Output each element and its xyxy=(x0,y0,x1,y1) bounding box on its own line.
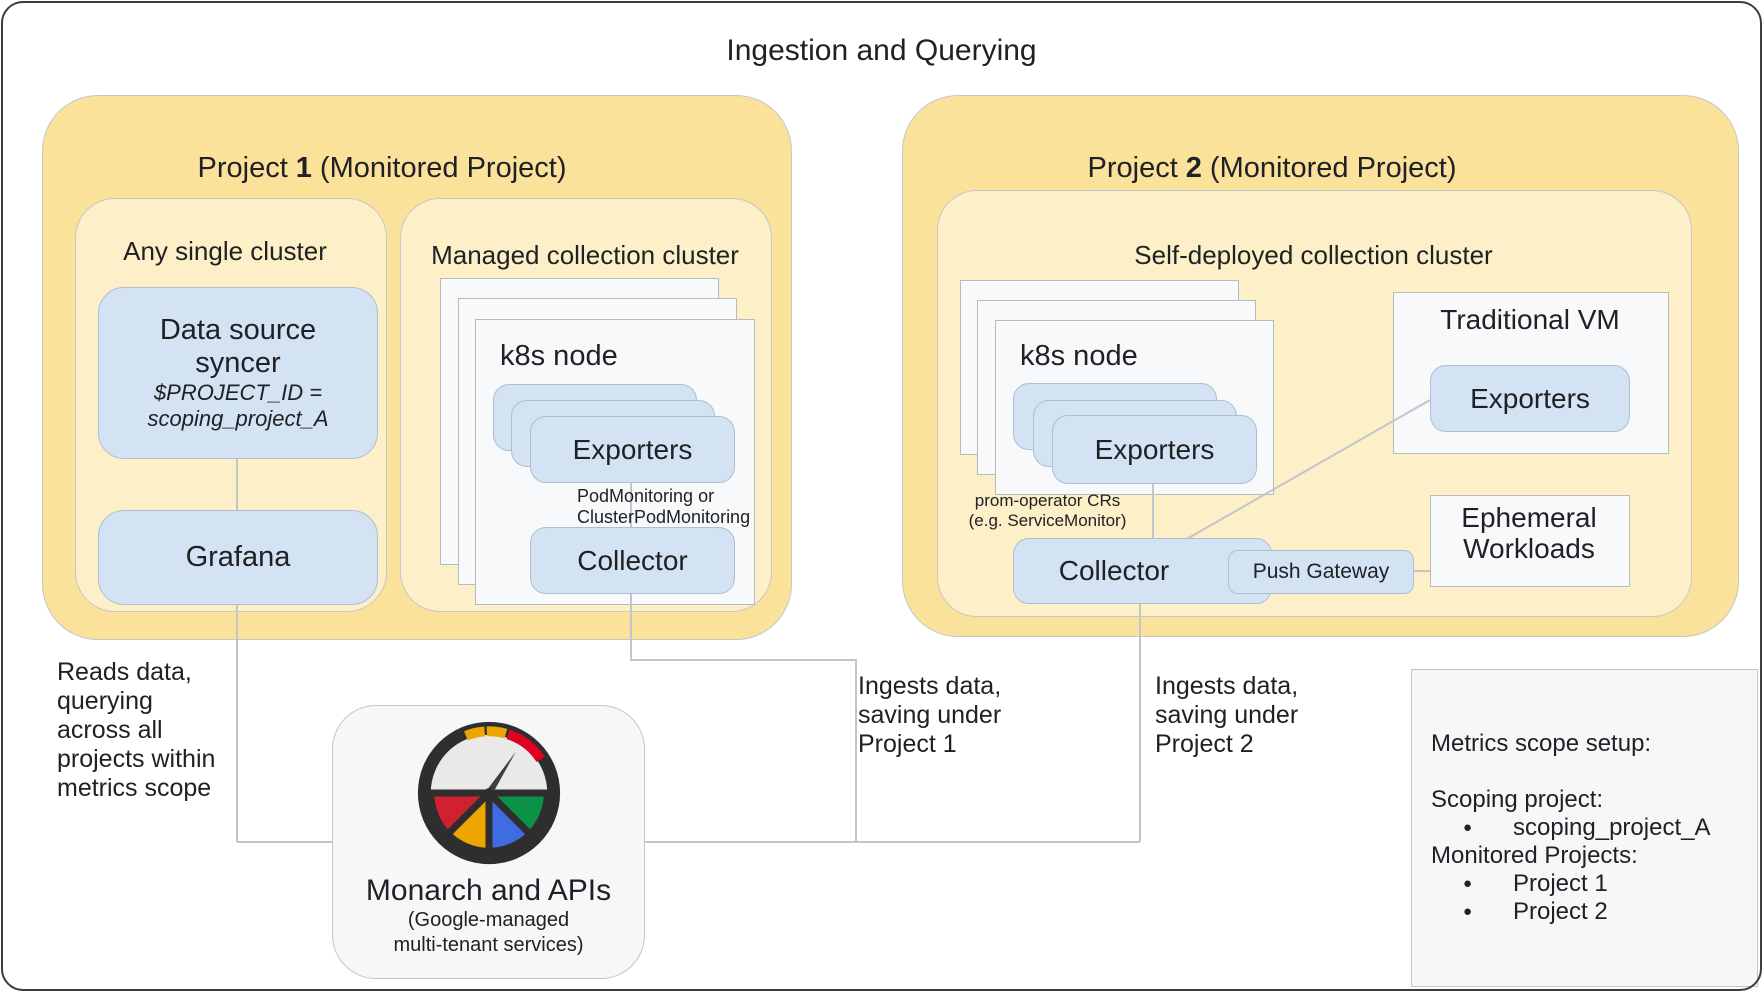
ingest-p2-line3: Project 2 xyxy=(1155,730,1254,758)
metrics-scope-heading: Metrics scope setup: xyxy=(1431,730,1652,757)
ingest-p2-line1: Ingests data, xyxy=(1155,672,1299,700)
metrics-scope-text: Metrics scope setup: Scoping project: ● … xyxy=(1431,730,1741,926)
monitored-project-item-1: ● Project 1 xyxy=(1431,870,1741,898)
ephemeral-workloads-line1: Ephemeral xyxy=(1461,502,1597,533)
bullet-icon: ● xyxy=(1463,819,1473,836)
p1-k8s-node-label: k8s node xyxy=(500,340,618,372)
p2-k8s-node-label: k8s node xyxy=(1020,340,1138,372)
project2-title-prefix: Project xyxy=(1087,152,1178,184)
reads-line3: across all xyxy=(57,716,163,744)
project1-title-number: 1 xyxy=(295,152,312,184)
syncer-project-id-line2: scoping_project_A xyxy=(147,406,329,431)
data-source-syncer-label-line1: Data source xyxy=(159,314,317,347)
monarch-label: Monarch and APIs xyxy=(365,874,612,907)
metrics-scope-spacer xyxy=(1431,758,1741,786)
self-deployed-cluster-title: Self-deployed collection cluster xyxy=(1134,240,1493,270)
ingest-p2-line2: saving under xyxy=(1155,701,1299,729)
prom-operator-note-line2: (e.g. ServiceMonitor) xyxy=(968,511,1127,530)
bullet-icon: ● xyxy=(1463,875,1473,892)
project2-title-number: 2 xyxy=(1185,152,1202,184)
reads-data-annotation: Reads data, querying across all projects… xyxy=(57,658,215,803)
line-p1-collector-down xyxy=(630,592,857,842)
metrics-scope-panel xyxy=(1411,669,1758,987)
p2-exporters-box-front: Exporters xyxy=(1052,415,1257,484)
ingest-p1-line1: Ingests data, xyxy=(858,672,1002,700)
monitored-projects-label: Monitored Projects: xyxy=(1431,842,1638,869)
ingest-project2-annotation: Ingests data, saving under Project 2 xyxy=(1155,672,1298,759)
monarch-panel: Monarch and APIs (Google-managed multi-t… xyxy=(332,705,645,979)
ephemeral-workloads-box xyxy=(1430,495,1630,587)
line-vm-exporters-to-collector xyxy=(1184,399,1431,541)
traditional-vm-title: Traditional VM xyxy=(1440,304,1620,335)
monarch-sub-line1: (Google-managed xyxy=(407,909,570,931)
p2-collector-label: Collector xyxy=(1058,555,1170,586)
bullet-icon: ● xyxy=(1463,903,1473,920)
pod-monitoring-note: PodMonitoring or ClusterPodMonitoring xyxy=(577,486,750,528)
monitored-project-value-2: Project 2 xyxy=(1513,898,1608,925)
ephemeral-workloads-line2: Workloads xyxy=(1463,533,1595,564)
monarch-gauge-icon xyxy=(417,721,560,865)
syncer-project-id-line1: $PROJECT_ID = xyxy=(153,380,323,406)
reads-line1: Reads data, xyxy=(57,658,192,686)
p1-exporters-box-front: Exporters xyxy=(530,416,735,483)
project1-title-suffix: (Monitored Project) xyxy=(319,152,567,184)
push-gateway-box: Push Gateway xyxy=(1228,550,1414,594)
scoping-project-label: Scoping project: xyxy=(1431,786,1604,813)
data-source-syncer-label-line2: syncer xyxy=(195,347,281,380)
monitored-project-value-1: Project 1 xyxy=(1513,870,1608,897)
p1-collector-box: Collector xyxy=(530,527,735,594)
project1-title-prefix: Project xyxy=(197,152,288,184)
monarch-sub-line2: multi-tenant services) xyxy=(393,934,584,956)
project1-title: Project 1 (Monitored Project) xyxy=(42,152,722,186)
prom-operator-note: prom-operator CRs (e.g. ServiceMonitor) xyxy=(955,491,1140,531)
vm-exporters-box: Exporters xyxy=(1430,365,1630,432)
reads-line5: metrics scope xyxy=(57,774,212,802)
ingest-p1-line3: Project 1 xyxy=(858,730,957,758)
project2-title-suffix: (Monitored Project) xyxy=(1209,152,1457,184)
monitored-project-item-2: ● Project 2 xyxy=(1431,898,1741,926)
prom-operator-note-line1: prom-operator CRs xyxy=(974,491,1121,510)
ingest-project1-annotation: Ingests data, saving under Project 1 xyxy=(858,672,1001,759)
any-single-cluster-title: Any single cluster xyxy=(123,236,327,266)
pod-monitoring-note-line1: PodMonitoring or xyxy=(577,486,715,506)
data-source-syncer-box: Data source syncer $PROJECT_ID = scoping… xyxy=(98,287,378,459)
scoping-project-item: ● scoping_project_A xyxy=(1431,814,1741,842)
reads-line4: projects within xyxy=(57,745,216,773)
pod-monitoring-note-line2: ClusterPodMonitoring xyxy=(577,507,751,527)
grafana-box: Grafana xyxy=(98,510,378,605)
project2-title: Project 2 (Monitored Project) xyxy=(902,152,1642,186)
page-title: Ingestion and Querying xyxy=(726,34,1037,67)
scoping-project-value: scoping_project_A xyxy=(1513,814,1711,841)
managed-cluster-title: Managed collection cluster xyxy=(431,240,739,270)
ephemeral-workloads-label: Ephemeral Workloads xyxy=(1430,502,1628,564)
ingest-p1-line2: saving under xyxy=(858,701,1002,729)
reads-line2: querying xyxy=(57,687,153,715)
